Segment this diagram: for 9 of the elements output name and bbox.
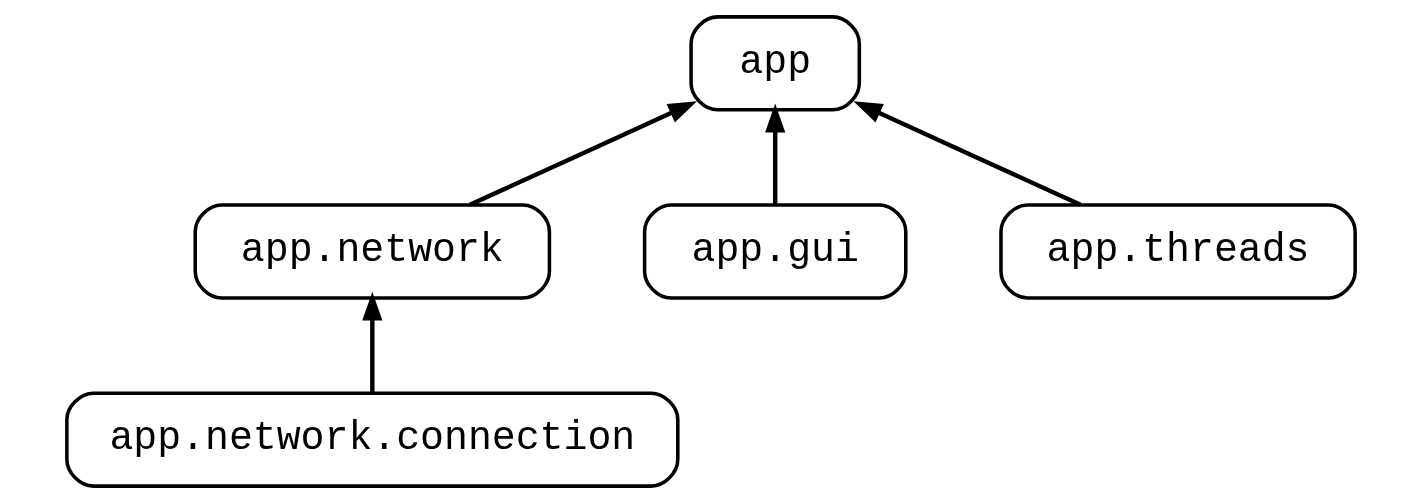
arrow [853,101,1082,207]
node-box: app.gui [642,203,908,300]
arrow [468,101,697,207]
node-box: app.threads [999,203,1357,300]
node-box: app.network.connection [65,391,680,488]
arrow [765,103,786,205]
node-box: app [689,15,862,112]
arrow [362,291,383,393]
node-box: app.network [193,203,552,300]
